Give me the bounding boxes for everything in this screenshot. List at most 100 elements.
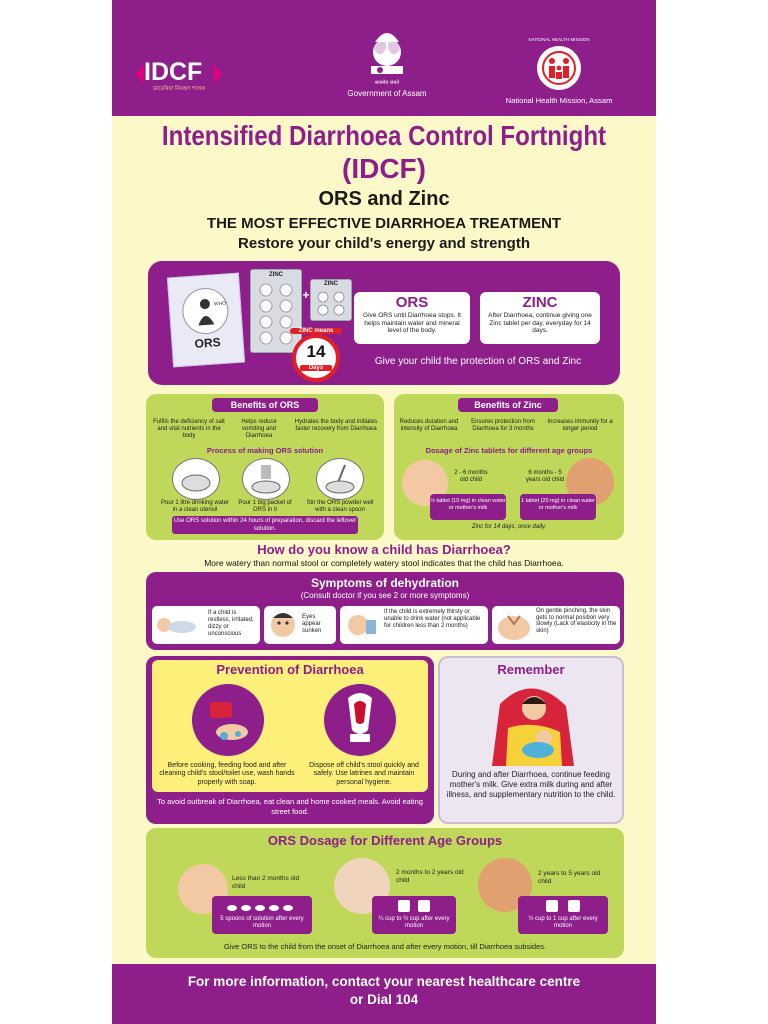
breastfeeding-mother-illustration: [478, 680, 588, 766]
cups-full-icon: [546, 900, 580, 912]
nhm-logo: NATIONAL HEALTH MISSION National Health …: [504, 37, 614, 108]
ors-packet-label: ORS: [194, 335, 222, 351]
ors-age-2: 2 months to 2 years old child: [396, 869, 464, 884]
zinc-info-title: ZINC: [522, 294, 558, 311]
symptom-2-text: Eyes appear sunken: [302, 614, 322, 634]
title-line1: Intensified Diarrhoea Control Fortnight: [161, 120, 607, 151]
remember-text: During and after Diarrhoea, continue fee…: [446, 770, 616, 799]
tagline-1: THE MOST EFFECTIVE DIARRHOEA TREATMENT: [206, 215, 562, 232]
ors-dose-2: ¼ cup to ½ cup after every motion: [378, 916, 450, 929]
zinc-note: Zinc for 14 days, once daily.: [471, 524, 547, 530]
zinc-dose-2: 1 tablet (20 mg) in clean water or mothe…: [520, 494, 596, 520]
badge-top: ZINC means: [290, 328, 342, 334]
ors-step-2: Pour 1 big packet of ORS in it: [238, 500, 292, 513]
ors-benefit-3: Hydrates the body and initiates faster r…: [294, 419, 378, 432]
latrine-icon: [324, 684, 396, 756]
zinc-benefit-3: Increases immunity for a longer period: [547, 419, 613, 432]
prevention-title: Prevention of Diarrhoea: [216, 662, 364, 677]
ors-age-3: 2 years to 5 years old child: [538, 870, 601, 885]
poster: IDCF ডায়েৰিয়া নিয়ন্ত্ৰণ পখেক सत्यमेव …: [112, 0, 656, 1024]
remember-title: Remember: [497, 662, 565, 677]
stir-spoon-icon: [316, 458, 364, 500]
symptom-3-text: If the child is extremely thirsty or una…: [384, 609, 481, 629]
zinc-strip-label: ZINC: [269, 272, 283, 278]
footer-line-2: or Dial 104: [349, 992, 419, 1007]
ors-process-title: Process of making ORS solution: [206, 446, 324, 455]
zinc-info-text: After Diarrhoea, continue giving one Zin…: [488, 312, 592, 334]
ors-benefit-2: Helps reduce vomiting and Diarrhoea: [241, 419, 277, 439]
zinc-info-box: ZINC After Diarrhoea, continue giving on…: [480, 292, 600, 344]
gov-motto: सत्यमेव जयते: [374, 80, 400, 86]
zinc-age-2: 6 months - 5 years old child: [525, 470, 565, 483]
skin-pinch-icon: [498, 615, 530, 640]
zinc-benefit-2: Ensures protection from Diarrhoea for 3 …: [471, 419, 535, 432]
ashoka-emblem-icon: [371, 33, 403, 74]
nhm-text: National Health Mission, Assam: [505, 96, 613, 105]
thirsty-child-icon: [348, 615, 376, 635]
subtitle: ORS and Zinc: [318, 188, 450, 210]
prevention-item-1: Before cooking, feeding food and after c…: [159, 762, 295, 786]
ors-step-3: Stir the ORS powder well with a clean sp…: [306, 500, 374, 513]
symptom-1-text: If a child is restless, irritated, dizzy…: [208, 610, 254, 637]
zinc-tablets-small-icon: [317, 291, 345, 316]
zinc-14-days-badge: ZINC means 14 Days: [290, 328, 342, 382]
protection-text: Give your child the protection of ORS an…: [374, 356, 582, 367]
ors-info-text: Give ORS until Diarrhoea stops. It helps…: [363, 312, 461, 334]
ors-note: Use ORS solution within 24 hours of prep…: [172, 516, 358, 534]
ors-dose-3: ½ cup to 1 cup after every motion: [528, 916, 598, 929]
utensil-water-icon: [172, 458, 220, 500]
gov-text: Government of Assam: [347, 89, 427, 98]
ors-step-1: Pour 1 litre drinking water in a clean u…: [160, 500, 230, 513]
tagline-2: Restore your child's energy and strength: [238, 235, 530, 252]
zinc-strip-large: ZINC: [250, 269, 302, 353]
nhm-family-icon: [537, 46, 581, 90]
ors-info-title: ORS: [395, 294, 429, 311]
ors-dose-1: 5 spoons of solution after every motion: [220, 916, 304, 929]
symptom-skin-pinch: On gentle pinching, the skin gets to nor…: [492, 606, 620, 644]
symptom-4-text: On gentle pinching, the skin gets to nor…: [536, 608, 617, 634]
ors-dosage-footer: Give ORS to the child from the onset of …: [223, 942, 547, 951]
ors-dosage-title: ORS Dosage for Different Age Groups: [267, 833, 503, 848]
prevention-footer: To avoid outbreak of Diarrhoea, eat clea…: [157, 797, 423, 816]
zinc-benefit-1: Reduces duration and intensity of Diarrh…: [399, 419, 459, 432]
ors-packet-small: WHO: [213, 300, 227, 308]
footer-band: [112, 964, 656, 1024]
ors-packet: WHO ORS: [166, 272, 246, 368]
plus-sign: +: [302, 288, 310, 302]
benefits-zinc-title: Benefits of Zinc: [458, 398, 558, 412]
ors-dose-1-box: 5 spoons of solution after every motion: [212, 896, 312, 934]
ors-packet-mother-icon: [180, 286, 230, 336]
symptom-thirsty: If the child is extremely thirsty or una…: [340, 606, 488, 644]
ors-info-box: ORS Give ORS until Diarrhoea stops. It h…: [354, 292, 470, 344]
badge-bottom: Days: [300, 365, 332, 371]
zinc-age-1: 2 - 6 months old child: [454, 470, 488, 483]
badge-number: 14: [306, 342, 326, 361]
sleeping-baby-icon: [157, 618, 196, 633]
cups-icon: [398, 900, 430, 912]
symptom-restless: If a child is restless, irritated, dizzy…: [152, 606, 260, 644]
dehydration-subtitle: (Consult doctor if you see 2 or more sym…: [300, 591, 470, 600]
diarrhoea-question-title: How do you know a child has Diarrhoea?: [257, 542, 511, 557]
zinc-strip-small: ZINC: [310, 279, 352, 321]
ors-dose-3-box: ½ cup to 1 cup after every motion: [518, 896, 608, 934]
zinc-dose-1: ½ tablet (10 mg) in clean water or mothe…: [430, 494, 506, 520]
ors-age-1: Less than 2 months old child: [232, 875, 300, 890]
prevention-item-2: Dispose off child's stool quickly and sa…: [309, 762, 419, 786]
idcf-logo-text: IDCF: [144, 58, 203, 86]
nhm-ring-text: NATIONAL HEALTH MISSION: [528, 37, 590, 42]
government-emblem: सत्यमेव जयते Government of Assam: [347, 22, 427, 108]
zinc-strip-small-label: ZINC: [324, 281, 338, 287]
idcf-tagline: ডায়েৰিয়া নিয়ন্ত্ৰণ পখেক: [152, 86, 206, 92]
handwash-icon: [192, 684, 264, 756]
ors-dose-2-box: ¼ cup to ½ cup after every motion: [372, 896, 456, 934]
diarrhoea-question-text: More watery than normal stool or complet…: [204, 558, 564, 568]
sunken-eyes-face-icon: [271, 613, 295, 637]
symptom-eyes: Eyes appear sunken: [264, 606, 336, 644]
zinc-dosage-title: Dosage of Zinc tablets for different age…: [425, 446, 593, 455]
zinc-tablets-icon: [259, 283, 293, 345]
dehydration-title: Symptoms of dehydration: [310, 576, 459, 590]
ors-benefit-1: Fulfils the deficiency of salt and vital…: [153, 419, 225, 439]
spoons-icon: [227, 905, 293, 911]
title-line2: (IDCF): [342, 153, 426, 184]
benefits-ors-title: Benefits of ORS: [212, 398, 318, 412]
